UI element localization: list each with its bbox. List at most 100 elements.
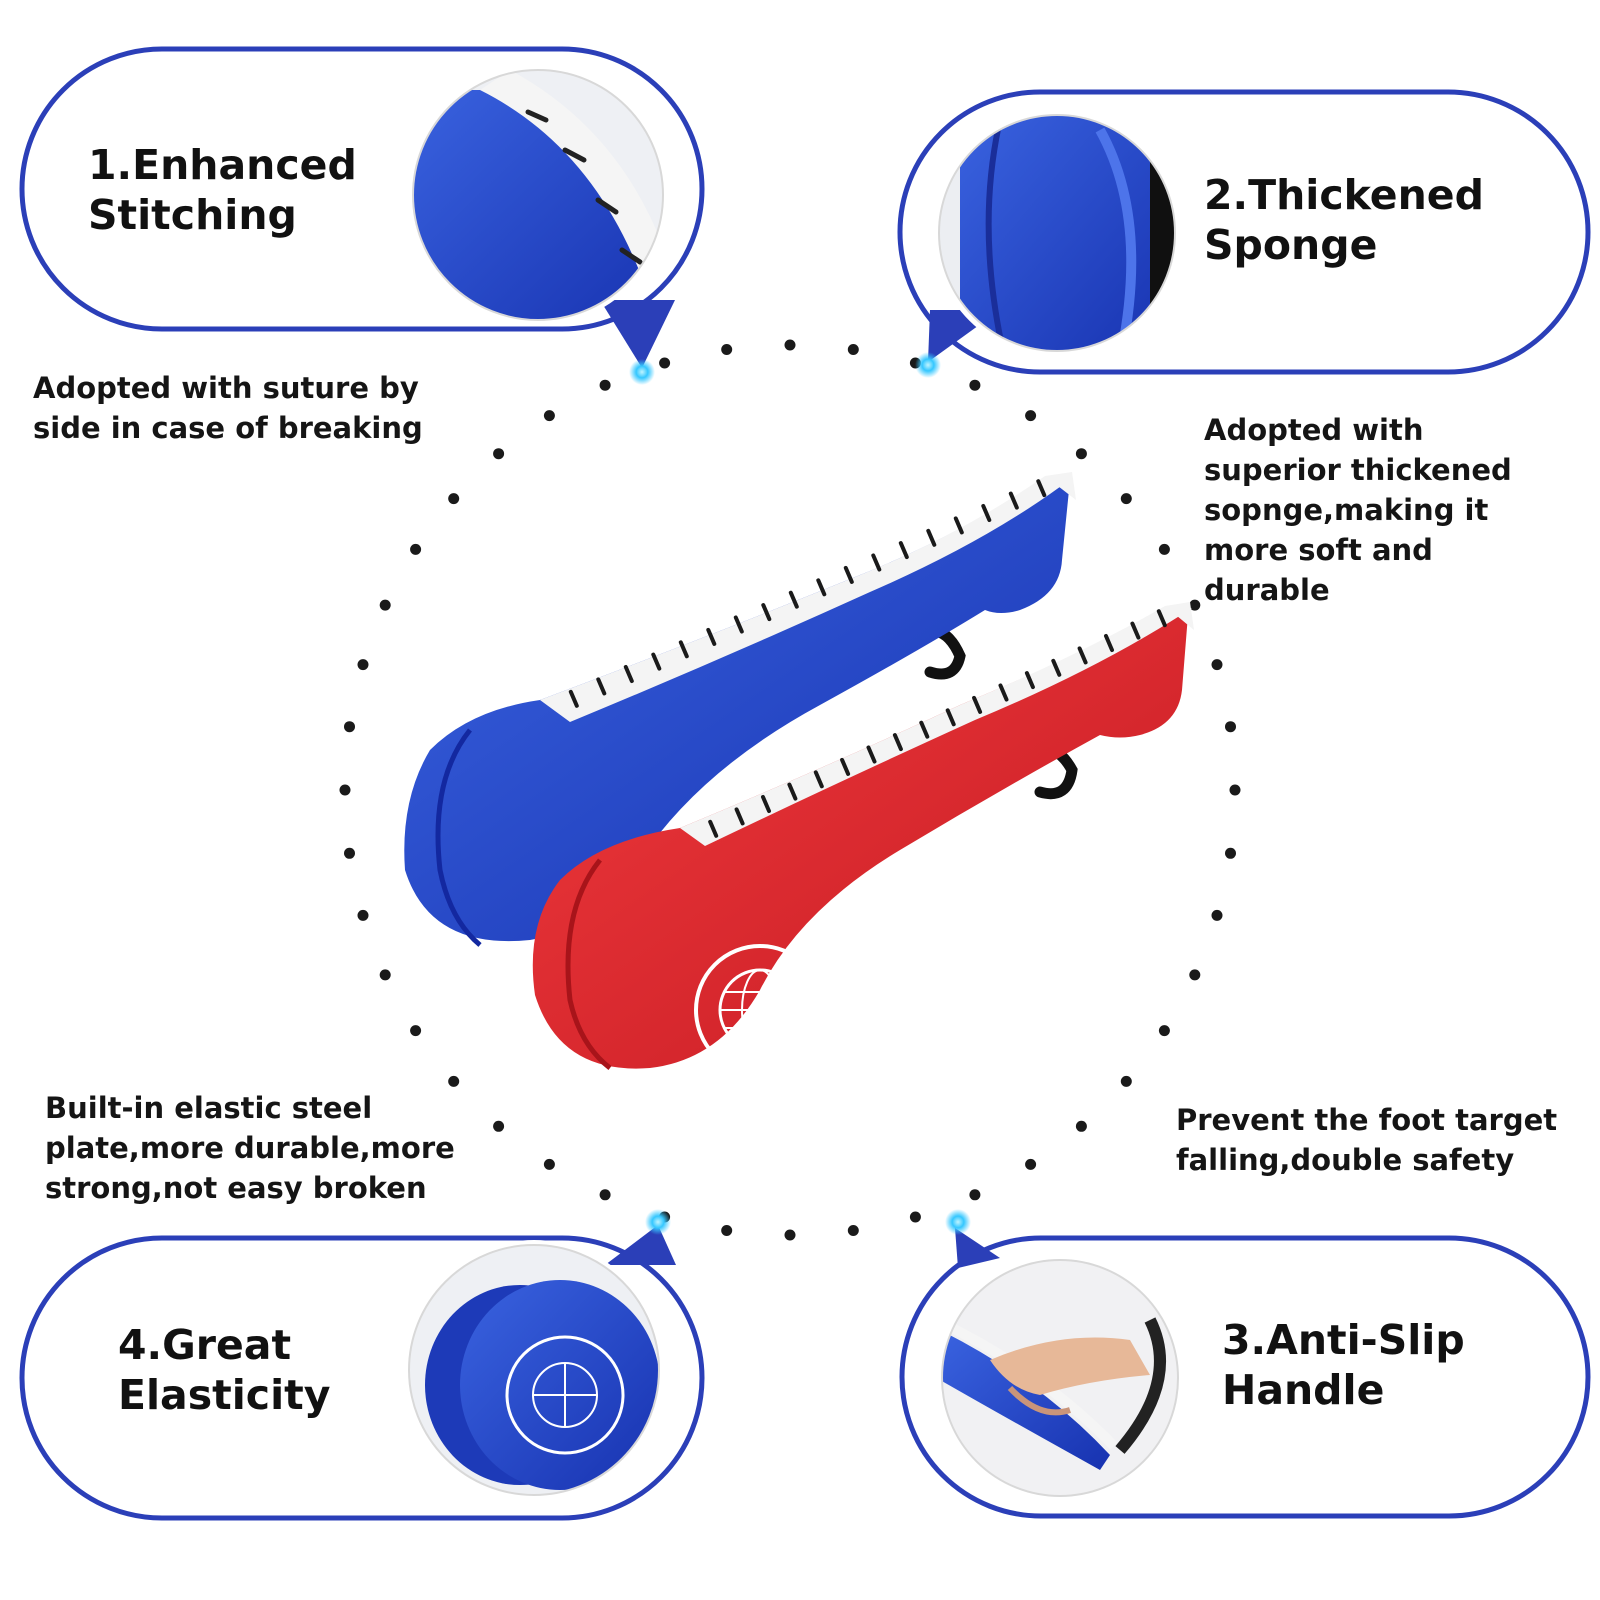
stitch-mark <box>866 745 877 764</box>
stitch-mark <box>706 627 717 646</box>
ring-dot <box>784 339 796 351</box>
stitch-mark <box>568 689 579 708</box>
ring-dot <box>379 599 391 611</box>
pad-stitching <box>568 479 1167 838</box>
ring-dot <box>1120 1075 1132 1087</box>
ring-dot <box>599 379 611 391</box>
stitch-mark <box>623 665 634 683</box>
title-line: Sponge <box>1204 221 1378 269</box>
stitch-mark <box>596 677 607 696</box>
ring-dot <box>1025 410 1037 422</box>
stitch-mark <box>898 541 909 560</box>
ring-dot <box>493 1120 505 1132</box>
stitch-mark <box>972 695 983 714</box>
ring-dot <box>1075 1120 1087 1132</box>
ring-dot <box>448 1075 460 1087</box>
ring-dot <box>969 379 981 391</box>
ring-dot <box>969 1189 981 1201</box>
description-line: Adopted with suture by <box>33 371 419 405</box>
stitch-mark <box>843 565 854 584</box>
kick-pad-pair-icon <box>404 472 1194 1076</box>
stitch-mark <box>816 578 827 597</box>
ring-dot <box>659 357 671 369</box>
stitched-seam-closeup-icon <box>413 70 663 320</box>
stitch-mark <box>871 553 882 572</box>
ring-dot <box>1225 721 1236 733</box>
thick-sponge-closeup-icon <box>939 115 1175 351</box>
ring-dot <box>847 1225 859 1236</box>
feature-description-handle: Prevent the foot target falling,double s… <box>1176 1100 1557 1180</box>
stitch-mark <box>926 528 937 547</box>
ring-dot <box>721 1225 733 1236</box>
pad-head-closeup-icon <box>409 1245 659 1495</box>
ring-dot <box>357 909 369 921</box>
ring-dot <box>1189 599 1201 611</box>
description-line: Adopted with <box>1204 413 1424 447</box>
ring-dot <box>847 344 859 355</box>
ring-dot <box>1120 493 1132 505</box>
stitch-mark <box>761 603 772 622</box>
ring-dot <box>493 448 505 460</box>
description-line: durable <box>1204 573 1330 607</box>
ring-dot <box>344 721 355 733</box>
description-line: plate,more durable,more <box>45 1131 455 1165</box>
stitch-mark <box>787 782 798 801</box>
stitch-mark <box>813 770 824 789</box>
ring-dot <box>410 1025 422 1037</box>
description-line: falling,double safety <box>1176 1143 1515 1177</box>
stitch-mark <box>981 504 992 522</box>
ring-dot <box>410 543 422 555</box>
federation-emblem-icon <box>694 944 826 1076</box>
stitch-mark <box>1104 634 1114 652</box>
feature-description-elasticity: Built-in elastic steel plate,more durabl… <box>45 1088 455 1208</box>
stitch-mark <box>1024 671 1035 690</box>
stitch-mark <box>945 708 956 727</box>
hand-holding-handle-closeup-icon <box>942 1260 1178 1496</box>
ring-dot <box>1075 448 1087 460</box>
stitch-mark <box>1008 491 1019 510</box>
ring-dot <box>543 1158 555 1170</box>
feature-title-elasticity: 4.Great Elasticity <box>118 1320 330 1420</box>
ring-dot <box>543 410 555 422</box>
ring-dot <box>357 659 369 671</box>
ring-dot <box>909 1211 921 1223</box>
ring-dot <box>1211 909 1223 921</box>
ring-dot <box>1158 1025 1170 1037</box>
feature-description-sponge: Adopted with superior thickened sopnge,m… <box>1204 410 1512 610</box>
stitch-mark <box>651 652 662 671</box>
stitch-mark <box>953 516 964 535</box>
ring-dot <box>339 784 351 796</box>
feature-description-stitching: Adopted with suture by side in case of b… <box>33 368 423 448</box>
stitch-mark <box>892 733 903 752</box>
feature-title-stitching: 1.Enhanced Stitching <box>88 140 357 240</box>
ring-dot <box>1025 1158 1037 1170</box>
title-line: 3.Anti-Slip <box>1222 1316 1465 1364</box>
title-line: 1.Enhanced <box>88 141 357 189</box>
stitch-mark <box>1036 479 1047 498</box>
title-line: 2.Thickened <box>1204 171 1484 219</box>
description-line: superior thickened <box>1204 453 1512 487</box>
ring-dot <box>448 493 460 505</box>
stitch-mark <box>840 757 851 776</box>
ring-dot <box>1225 847 1236 859</box>
stitch-mark <box>734 807 745 826</box>
stitch-mark <box>788 590 799 609</box>
stitch-mark <box>1051 658 1062 677</box>
description-line: Built-in elastic steel <box>45 1091 373 1125</box>
ring-dot <box>721 344 733 355</box>
stitch-mark <box>1156 609 1167 628</box>
ring-dot <box>599 1189 611 1201</box>
description-line: strong,not easy broken <box>45 1171 427 1205</box>
title-line: Stitching <box>88 191 297 239</box>
stitch-mark <box>678 640 689 659</box>
title-line: Handle <box>1222 1366 1385 1414</box>
description-line: side in case of breaking <box>33 411 423 445</box>
stitch-mark <box>708 819 719 838</box>
ring-dot <box>1189 969 1201 981</box>
ring-dot <box>1158 543 1170 555</box>
feature-title-handle: 3.Anti-Slip Handle <box>1222 1315 1465 1415</box>
stitch-mark <box>1130 621 1141 640</box>
description-line: more soft and <box>1204 533 1433 567</box>
stitch-mark <box>1077 646 1088 665</box>
ring-dot <box>1229 784 1241 796</box>
